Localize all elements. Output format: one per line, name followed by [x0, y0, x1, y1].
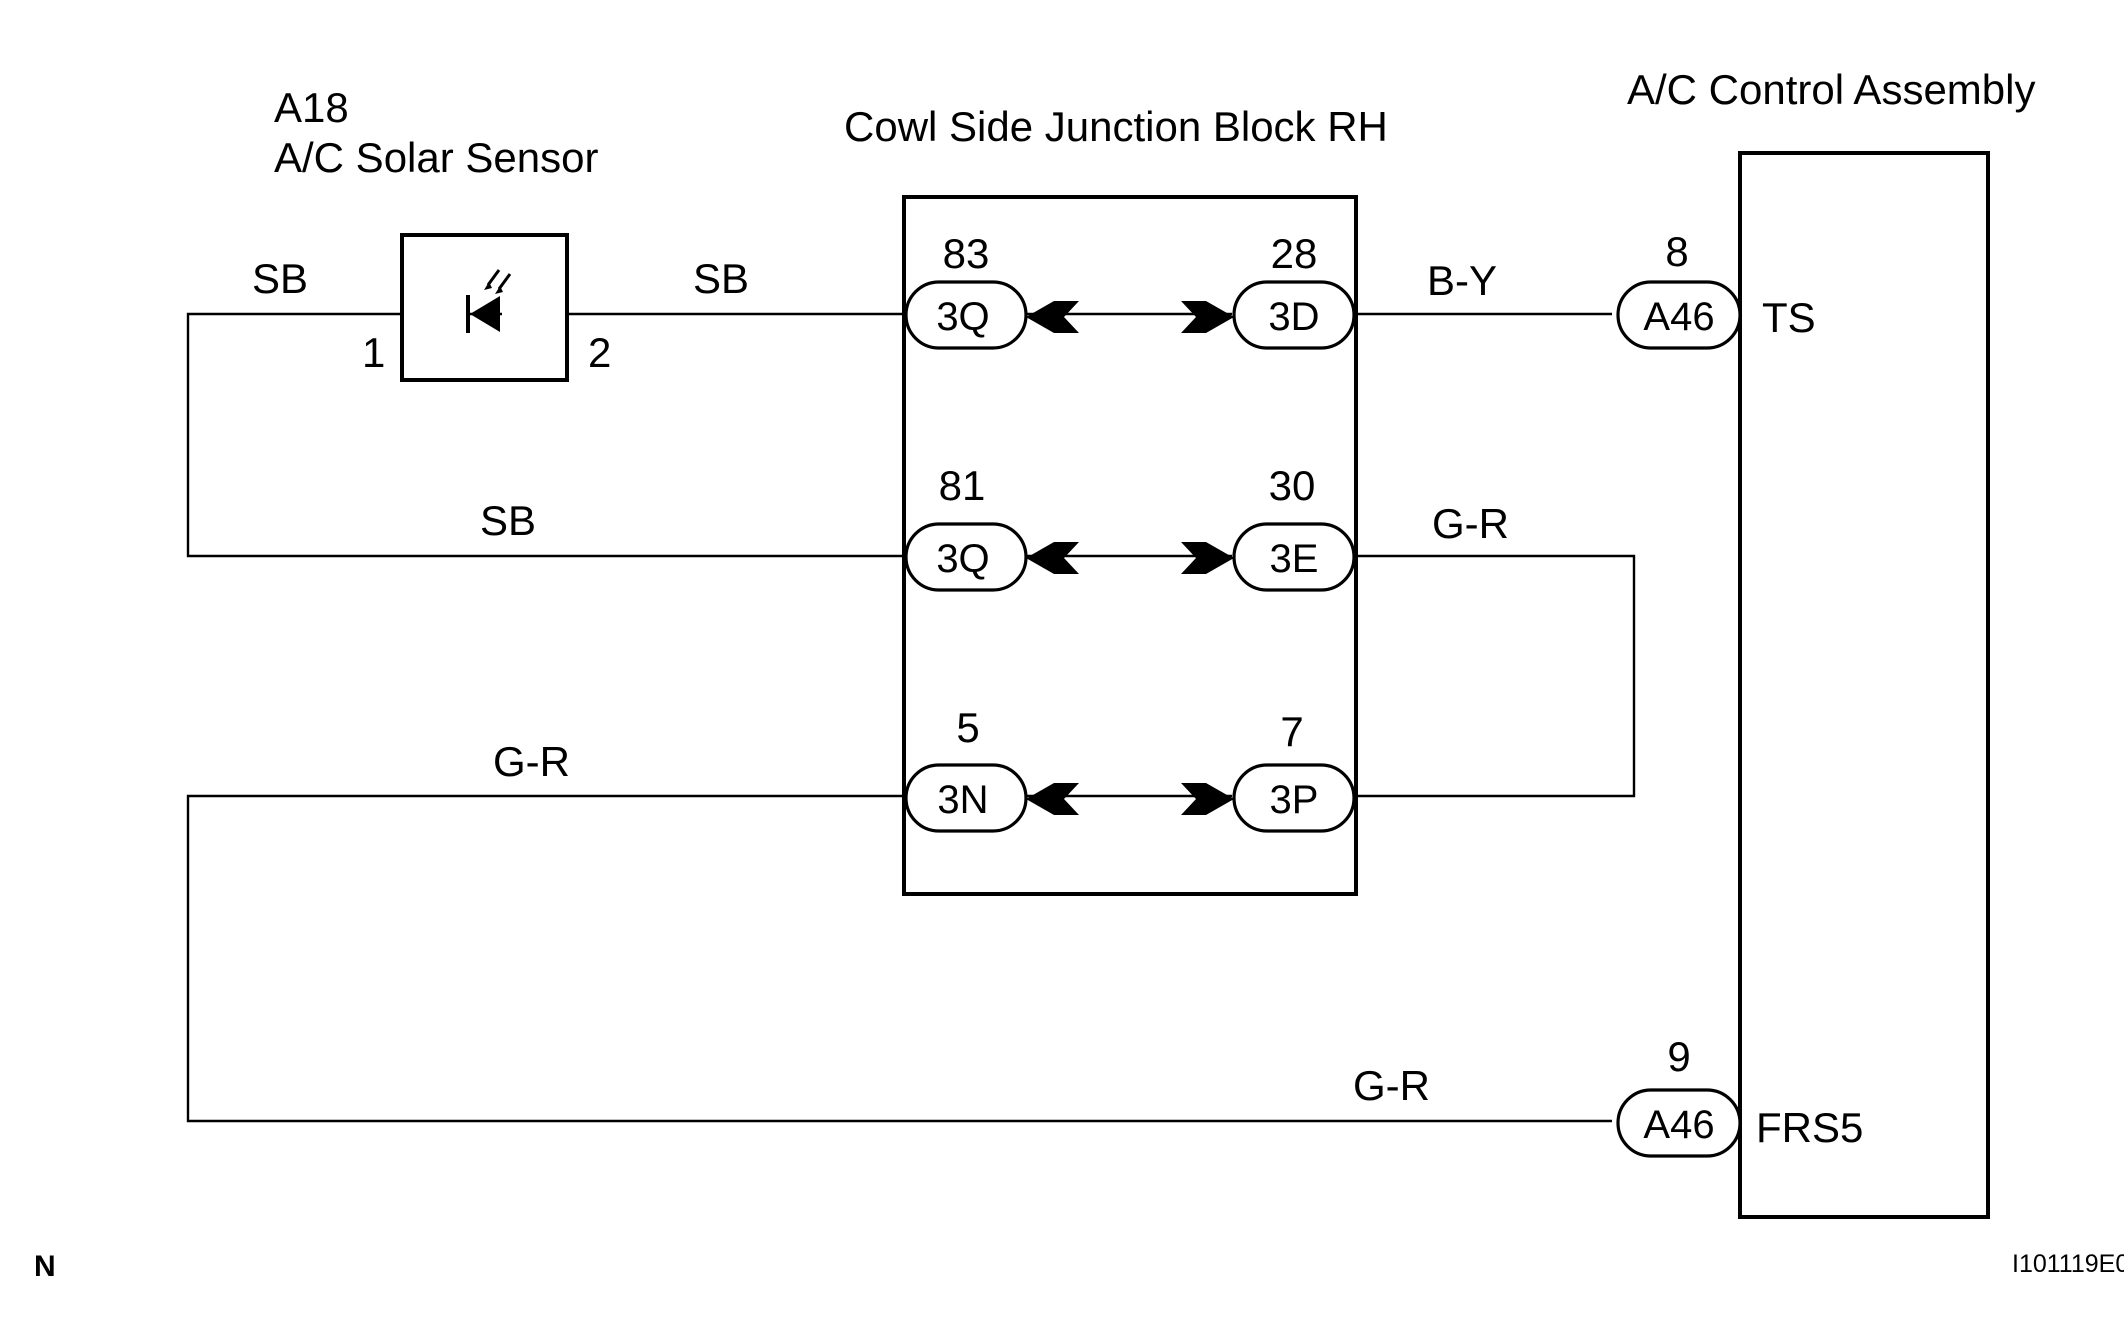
wire-label-sensor-left: SB	[252, 255, 308, 302]
terminal-frs5-connector-label: A46	[1643, 1103, 1714, 1147]
footer-left-mark: N	[34, 1250, 56, 1283]
control-assembly-box	[1738, 151, 1990, 1219]
jb-row2-right-connector	[1232, 522, 1356, 592]
terminal-ts-connector-label: A46	[1643, 295, 1714, 339]
jb-row3-right-conn-label: 3P	[1270, 778, 1319, 822]
wire-label-row3-left: G-R	[493, 738, 570, 785]
jb-row1-left-conn-label: 3Q	[936, 295, 989, 339]
wire-label-row2-left: SB	[480, 497, 536, 544]
terminal-frs5: 9 A46 FRS5	[1616, 1033, 1863, 1158]
terminal-ts-pin: 8	[1665, 228, 1688, 275]
jb-row1-right-conn-label: 3D	[1268, 295, 1319, 339]
jb-row3-right-connector	[1232, 763, 1356, 833]
jb-row-2: 81 30 3Q 3E	[904, 462, 1356, 592]
junction-block-box	[902, 195, 1358, 896]
wire-labels: SB SB SB B-Y G-R G-R G-R	[252, 255, 1509, 1109]
wire-label-row2-right: G-R	[1432, 500, 1509, 547]
wires	[186, 312, 1636, 1123]
sensor-pin-1: 1	[362, 329, 385, 376]
terminal-frs5-pin: 9	[1667, 1033, 1690, 1080]
terminal-ts: 8 A46 TS	[1616, 228, 1816, 350]
jb-row1-right-pin: 28	[1271, 230, 1318, 277]
jb-row3-left-arrow-icon	[1026, 783, 1079, 815]
control-assembly-name: A/C Control Assembly	[1627, 66, 2035, 113]
jb-row3-left-conn-label: 3N	[937, 778, 988, 822]
sensor-code: A18	[274, 84, 349, 131]
sensor-name: A/C Solar Sensor	[274, 134, 598, 181]
jb-row-3: 5 7 3N 3P	[904, 704, 1356, 833]
jb-row-1: 83 28 3Q 3D	[904, 230, 1356, 350]
jb-row2-left-arrow-icon	[1026, 542, 1079, 574]
jb-row1-left-pin: 83	[943, 230, 990, 277]
jb-row2-right-conn-label: 3E	[1270, 537, 1319, 581]
jb-row3-left-connector	[904, 763, 1028, 833]
sensor-pin-2: 2	[588, 329, 611, 376]
jb-row3-left-pin: 5	[956, 704, 979, 751]
jb-row3-right-pin: 7	[1280, 708, 1303, 755]
junction-block: Cowl Side Junction Block RH 83 28 3Q 3D …	[844, 103, 1388, 896]
control-assembly: A/C Control Assembly 8 A46 TS 9 A46 FRS5	[1616, 66, 2035, 1219]
jb-row1-right-arrow-icon	[1181, 301, 1234, 333]
jb-row2-left-pin: 81	[939, 462, 986, 509]
wire-label-row1-right: B-Y	[1427, 257, 1497, 304]
terminal-ts-signal: TS	[1762, 294, 1816, 341]
jb-row1-right-connector	[1232, 280, 1356, 350]
footer-figure-id: I101119E09	[2012, 1250, 2124, 1278]
jb-row2-right-arrow-icon	[1181, 542, 1234, 574]
jb-row2-right-pin: 30	[1269, 462, 1316, 509]
terminal-frs5-signal: FRS5	[1756, 1104, 1863, 1151]
wire-gr-3e-3p-loop	[1350, 554, 1636, 798]
terminal-ts-connector	[1616, 280, 1742, 350]
jb-row3-right-arrow-icon	[1181, 783, 1234, 815]
jb-row1-left-connector	[904, 280, 1028, 350]
wire-gr-3n-to-frs5	[186, 794, 1612, 1123]
jb-row2-left-connector	[904, 522, 1028, 592]
sensor-box	[400, 233, 569, 382]
terminal-frs5-connector	[1616, 1088, 1742, 1158]
wire-label-sensor-right: SB	[693, 255, 749, 302]
jb-row2-left-conn-label: 3Q	[936, 537, 989, 581]
wire-sb-sensor-pin1-loop	[186, 312, 903, 558]
junction-block-name: Cowl Side Junction Block RH	[844, 103, 1388, 150]
wire-label-bottom: G-R	[1353, 1062, 1430, 1109]
photodiode-icon	[466, 269, 512, 333]
solar-sensor: A18 A/C Solar Sensor 1 2	[274, 84, 611, 382]
jb-row1-left-arrow-icon	[1026, 301, 1079, 333]
